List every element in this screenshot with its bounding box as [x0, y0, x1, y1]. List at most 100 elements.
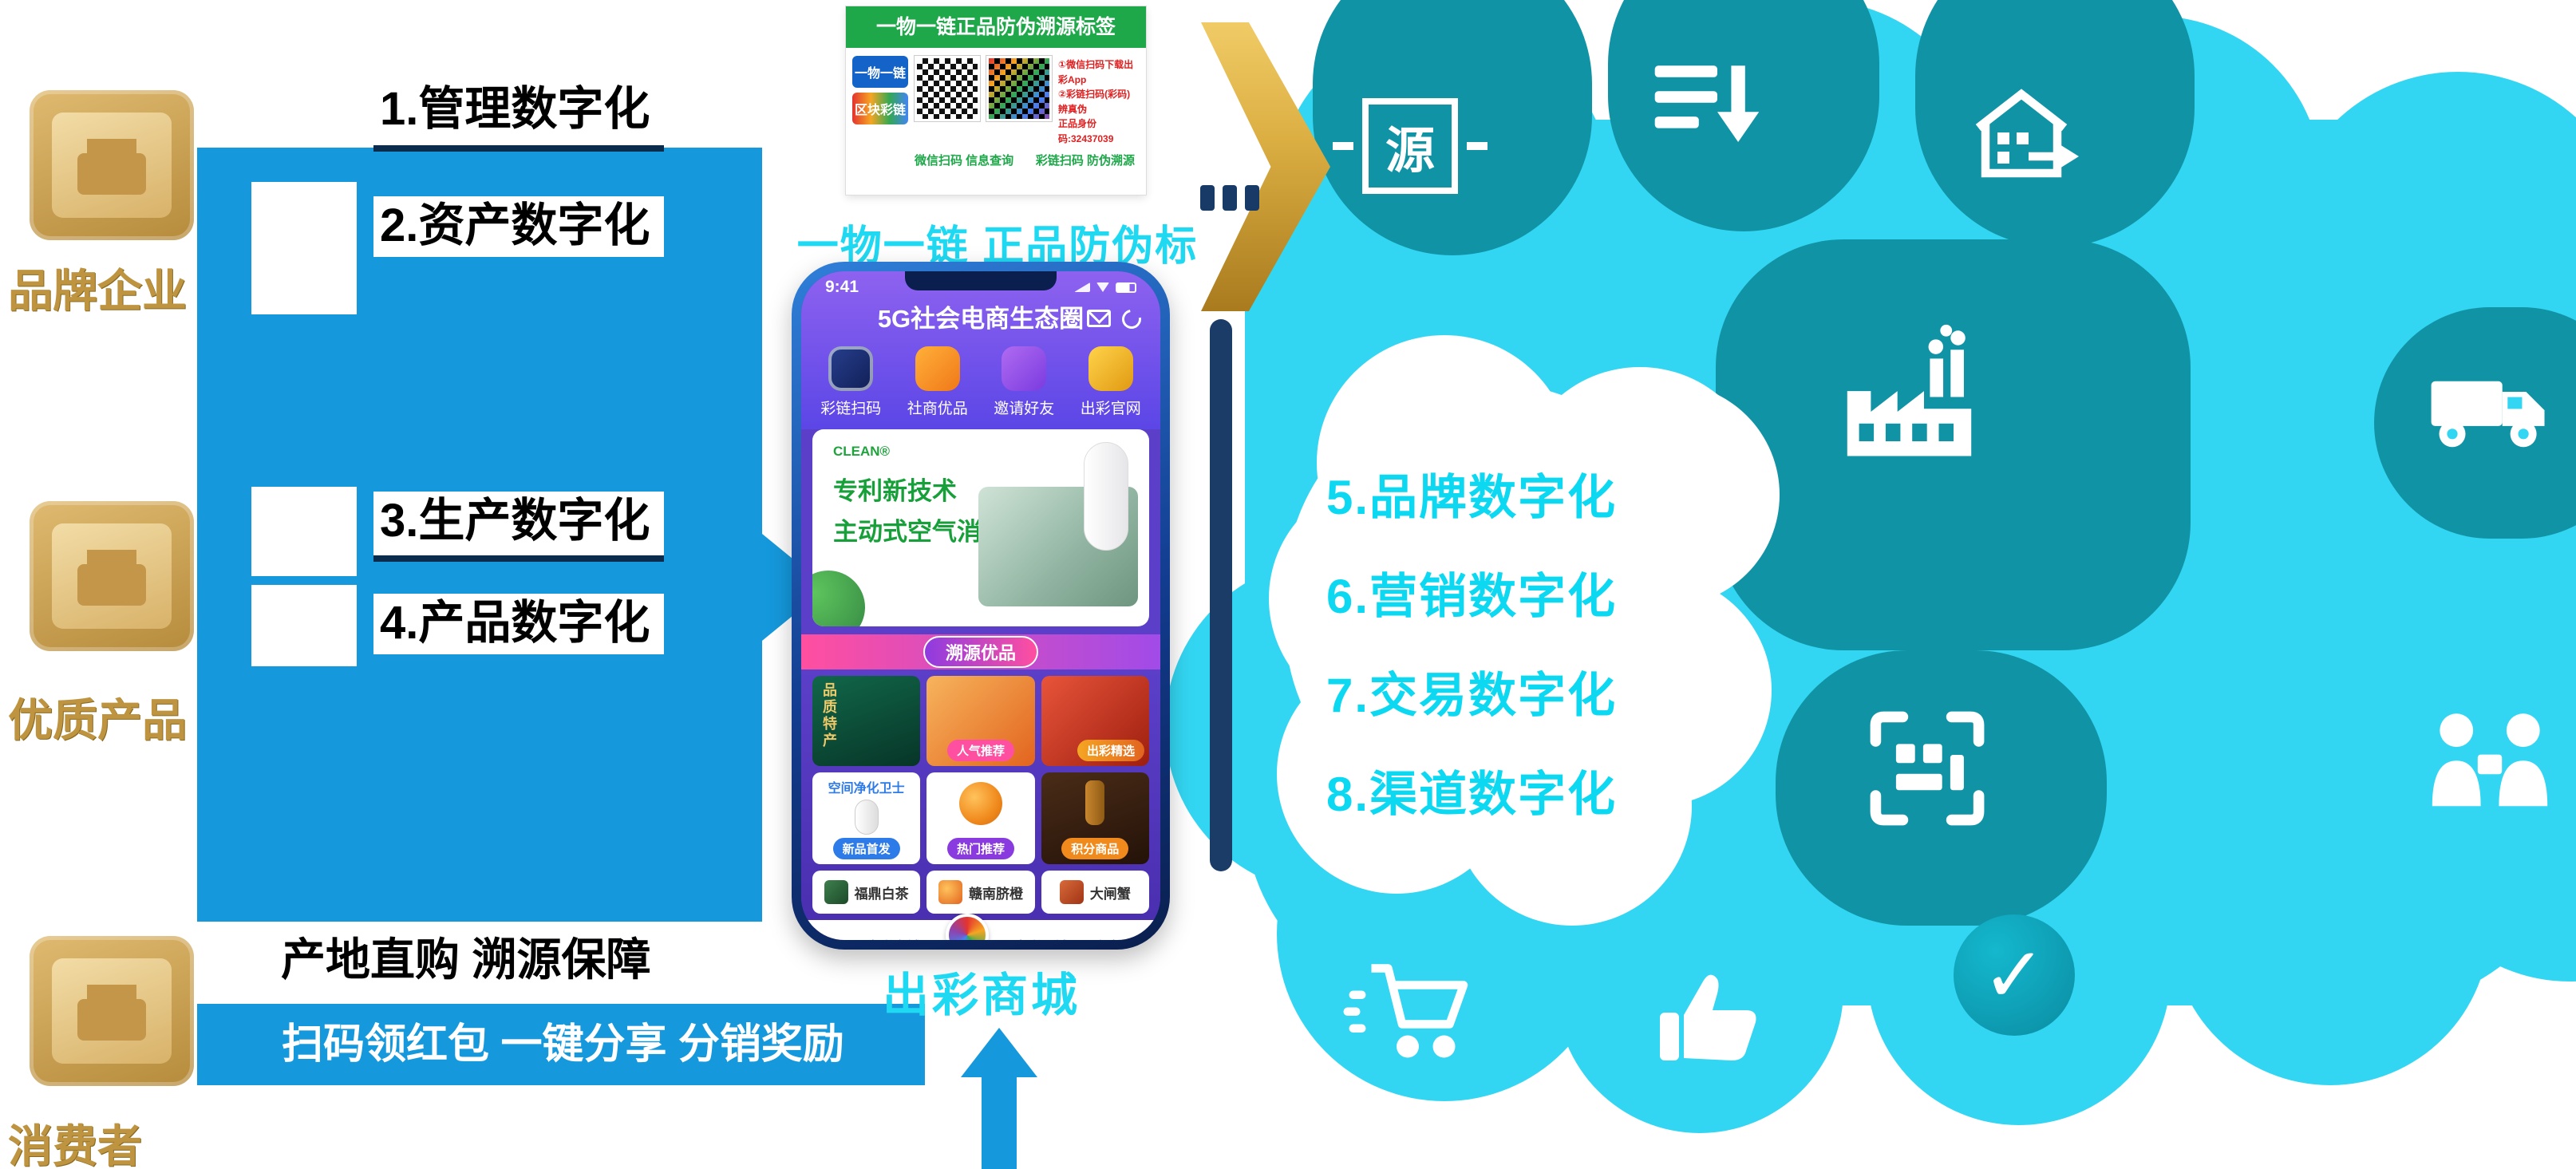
emblem-glyph [77, 564, 146, 606]
dash [1200, 185, 1215, 211]
section-title-pill: 溯源优品 [923, 636, 1038, 668]
banner-line2: 主动式空气消毒 [833, 518, 1006, 546]
cloud-step-channel: 8.渠道数字化 [1326, 768, 1618, 821]
consumer-icon [30, 936, 194, 1086]
product-label: 福鼎白茶 [854, 886, 909, 902]
footer-left: 微信扫码 信息查询 [915, 153, 1014, 168]
phone-screen: 9:41 5G社会电商生态圈 [801, 271, 1160, 940]
actor-label-consumer: 消费者 [8, 1121, 142, 1169]
quick-link-label: 社商优品 [907, 401, 968, 417]
white-cloud-bump [1540, 575, 1772, 806]
shopping-cart-icon [1341, 943, 1480, 1083]
chain-scan-icon [828, 346, 874, 391]
factory-icon [1835, 323, 1983, 471]
app-header: 9:41 5G社会电商生态圈 [801, 271, 1160, 429]
white-box [251, 487, 357, 576]
cloud-step-brand: 5.品牌数字化 [1326, 471, 1618, 524]
motion-dashes [1200, 185, 1259, 211]
product-white-tea: 福鼎白茶 [812, 871, 921, 914]
product-crab: 大闸蟹 [1041, 871, 1149, 914]
white-box [251, 585, 357, 666]
seal-character: 源 [1362, 98, 1458, 194]
qr-scan-icon [1859, 701, 1995, 836]
nav-mall: 出彩商城 [866, 935, 920, 941]
label-card-footer: 微信扫码 信息查询 彩链扫码 防伪溯源 [846, 148, 1146, 168]
message-icon [1087, 310, 1111, 327]
up-arrow-stem [982, 1076, 1017, 1169]
crab-thumb [1059, 880, 1084, 904]
actor-label-brand: 品牌企业 [8, 266, 187, 316]
emblem-glyph [77, 153, 146, 195]
nav-city: 出彩同城 [1014, 935, 1069, 941]
card-tag: 积分商品 [1061, 838, 1129, 859]
card-tag: 出彩精选 [1077, 740, 1144, 761]
wifi-icon [1096, 282, 1109, 292]
actor-label-product: 优质产品 [8, 695, 187, 745]
emblem-glyph [77, 999, 146, 1041]
brand-enterprise-icon [30, 90, 194, 240]
phone-caption: 出彩商城 [882, 970, 1081, 1021]
card-points: 积分商品 [1041, 772, 1149, 864]
label-card-header: 一物一链正品防伪溯源标签 [846, 6, 1146, 48]
quick-links-row: 彩链扫码 社商优品 邀请好友 出彩官网 [801, 340, 1160, 429]
product-navel-orange: 赣南脐橙 [926, 871, 1035, 914]
grid-row-2: 空间净化卫士 新品首发 热门推荐 积分商品 [812, 772, 1149, 864]
cloud-step-marketing: 6.营销数字化 [1326, 570, 1618, 623]
label-card-body: 一物一链 区块彩链 ①微信扫码下载出彩App ②彩链扫码(彩码)辨真伪 正品身份… [846, 48, 1146, 148]
reward-banner: 扫码领红包 一键分享 分销奖励 [197, 1004, 925, 1085]
quick-link-label: 邀请好友 [994, 401, 1055, 417]
wechat-qr-code [914, 55, 981, 122]
section-bar: 溯源优品 [801, 634, 1160, 669]
instruction-line: ②彩链扫码(彩码)辨真伪 [1058, 89, 1131, 115]
instruction-line: ①微信扫码下载出彩App [1058, 59, 1134, 85]
card-popular: 人气推荐 [926, 676, 1035, 766]
thumbs-up-icon [1650, 958, 1770, 1077]
seal-dash-right [1467, 142, 1488, 150]
quick-link-site: 出彩官网 [1081, 346, 1141, 418]
grid-row-3: 福鼎白茶 赣南脐橙 大闸蟹 [812, 871, 1149, 914]
card-tag: 新品首发 [832, 838, 900, 859]
app-title: 5G社会电商生态圈 [877, 305, 1085, 333]
signal-icon [1074, 282, 1090, 292]
truck-logistics-icon [2426, 339, 2558, 471]
phone-notch [905, 271, 1057, 290]
bottom-nav: 首页 出彩商城 出彩同城 个人中心 [801, 914, 1160, 941]
card-specialty: 品质特产 [812, 676, 921, 766]
product-label: 赣南脐橙 [968, 886, 1023, 902]
building-export-icon [1962, 70, 2081, 190]
color-qr-code [986, 55, 1053, 122]
purifier-thumb [854, 800, 879, 835]
official-site-icon [1088, 346, 1133, 391]
step-management: 1.管理数字化 [373, 80, 665, 152]
label-instructions: ①微信扫码下载出彩App ②彩链扫码(彩码)辨真伪 正品身份码:32437039 [1058, 56, 1140, 147]
quick-link-label: 出彩官网 [1080, 401, 1141, 417]
up-arrow-icon [961, 1028, 1037, 1077]
card-hot: 热门推荐 [926, 772, 1035, 864]
colorchain-logo: 区块彩链 [852, 93, 908, 124]
white-box [251, 182, 357, 314]
goods-icon [915, 346, 960, 391]
card-purifier: 空间净化卫士 新品首发 [812, 772, 921, 864]
trace-label-card: 一物一链正品防伪溯源标签 一物一链 区块彩链 ①微信扫码下载出彩App ②彩链扫… [846, 6, 1146, 195]
product-grid: 品质特产 人气推荐 出彩精选 空间净化卫士 新品首发 [801, 669, 1160, 920]
promo-banner: CLEAN® 专利新技术 主动式空气消毒 [812, 429, 1149, 626]
dash [1245, 185, 1259, 211]
source-seal-icon: 源 [1333, 86, 1488, 206]
app-title-row: 5G社会电商生态圈 [801, 298, 1160, 340]
label-logos: 一物一链 区块彩链 [852, 56, 908, 124]
step-asset: 2.资产数字化 [373, 196, 665, 257]
title-icons [1087, 306, 1145, 333]
quick-link-scan: 彩链扫码 [820, 346, 881, 418]
orange-thumb [938, 880, 962, 904]
step-production: 3.生产数字化 [373, 492, 665, 562]
status-time: 9:41 [825, 278, 859, 296]
phone-mockup: 9:41 5G社会电商生态圈 [792, 262, 1170, 950]
white-cloud-bump [1556, 383, 1780, 606]
quick-link-goods: 社商优品 [907, 346, 968, 418]
quick-link-label: 彩链扫码 [820, 401, 882, 417]
purifier-product-image [1084, 442, 1128, 551]
bottle-thumb [1085, 780, 1105, 825]
product-label: 大闸蟹 [1089, 886, 1131, 902]
dash [1223, 185, 1237, 211]
